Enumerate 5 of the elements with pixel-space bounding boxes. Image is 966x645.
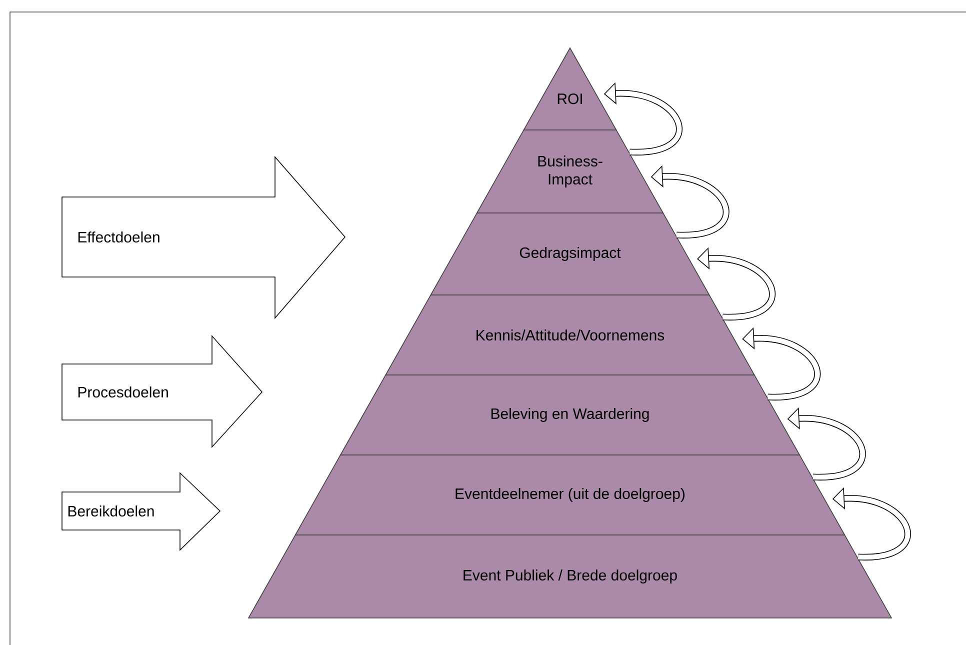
pointer-label: Procesdoelen [62, 334, 263, 448]
pyramid-layer: Eventdeelnemer (uit de doelgroep) [294, 454, 846, 536]
pointer-label: Bereikdoelen [62, 472, 221, 551]
pyramid-layer: Gedragsimpact [430, 212, 710, 296]
pointer-label: Effectdoelen [62, 156, 346, 320]
